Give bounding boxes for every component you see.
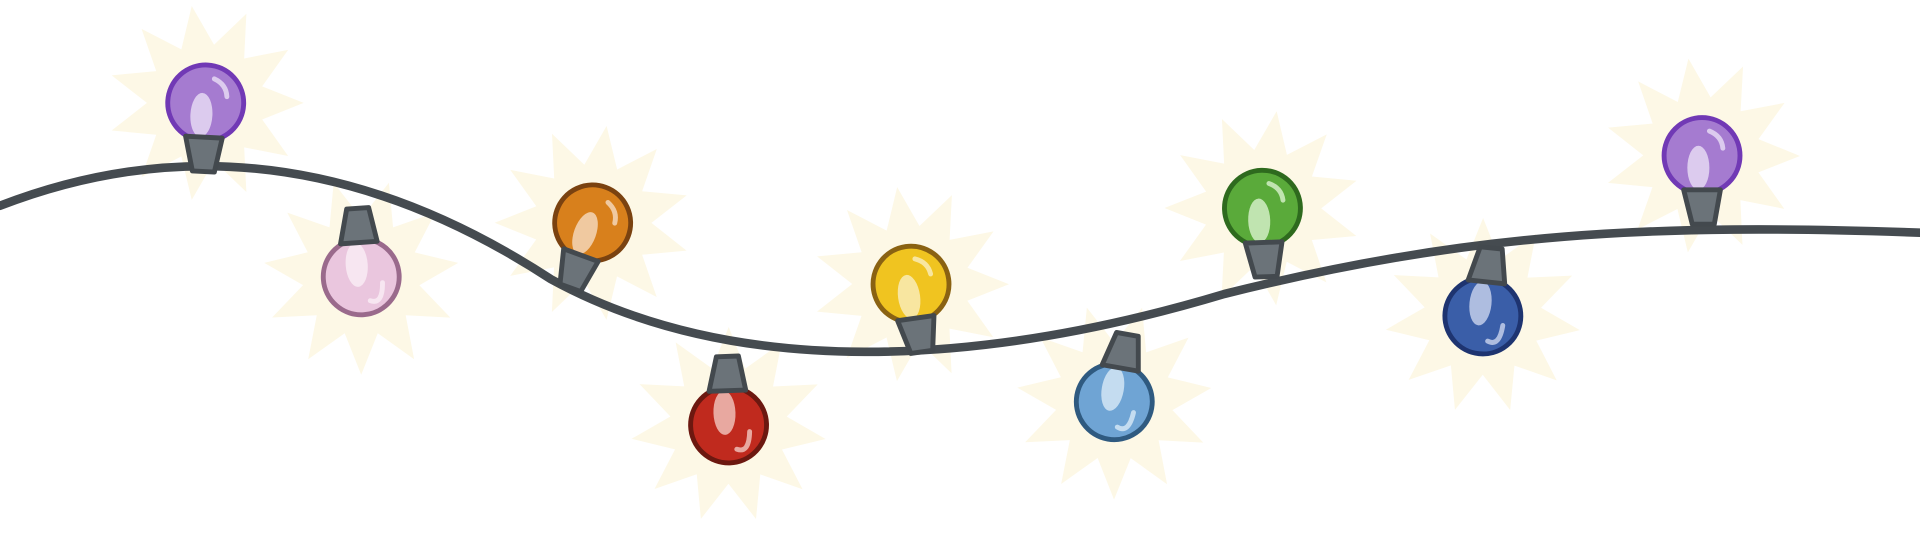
bulb-shine xyxy=(1485,323,1506,345)
bulb-shine xyxy=(912,256,934,277)
bulb-filament-highlight xyxy=(345,242,368,287)
bulb-orange xyxy=(552,182,634,294)
bulb-socket xyxy=(1099,330,1141,374)
bulb-shine xyxy=(1266,181,1286,203)
bulb-shine xyxy=(734,429,753,453)
bulb-socket xyxy=(183,133,225,175)
bulb-shine xyxy=(367,280,385,304)
wire xyxy=(0,161,1920,357)
bulb-green xyxy=(1222,167,1303,280)
bulb-yellow xyxy=(870,243,952,356)
bulb-filament-highlight xyxy=(1248,198,1271,243)
bulb-purple xyxy=(1661,115,1743,227)
bulb-filament-highlight xyxy=(1101,367,1125,411)
bulb-shine xyxy=(1706,128,1726,151)
bulb-socket xyxy=(706,353,749,394)
bulb-filament-highlight xyxy=(190,92,213,137)
bulb-filament-highlight xyxy=(1687,145,1710,190)
bulb-red xyxy=(688,353,769,466)
bulb-dark-blue xyxy=(1442,244,1524,357)
bulb-filament-highlight xyxy=(897,274,921,319)
bulb-socket xyxy=(1465,244,1508,287)
bulb-socket xyxy=(895,313,937,356)
bulb-socket xyxy=(1681,187,1723,227)
bulb-shine xyxy=(605,199,618,226)
bulb-socket xyxy=(1242,239,1285,280)
bulb-socket xyxy=(557,246,601,294)
bulb-socket xyxy=(338,205,380,247)
bulb-filament-highlight xyxy=(572,212,598,255)
bulb-purple xyxy=(165,62,247,175)
bulb-shine xyxy=(211,76,230,100)
bulbs-layer xyxy=(165,62,1743,466)
bulb-filament-highlight xyxy=(1469,281,1492,326)
bulb-shine xyxy=(1114,410,1136,432)
bulb-filament-highlight xyxy=(713,390,736,435)
bulb-pink xyxy=(320,205,402,318)
bulb-light-blue xyxy=(1073,330,1155,443)
